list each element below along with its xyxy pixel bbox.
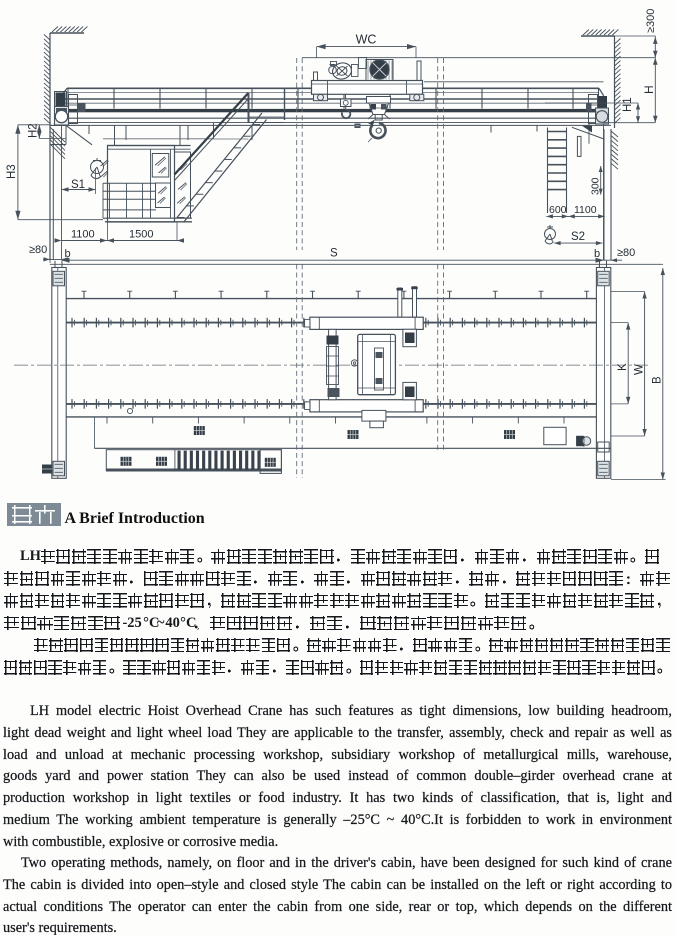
svg-text:1100: 1100 xyxy=(71,229,95,241)
svg-text:H1: H1 xyxy=(622,97,634,112)
svg-text:1500: 1500 xyxy=(129,229,153,241)
svg-text:K: K xyxy=(617,363,629,371)
svg-text:≥80: ≥80 xyxy=(29,244,47,256)
svg-text:WC: WC xyxy=(356,33,377,47)
svg-text:S2: S2 xyxy=(571,231,585,243)
svg-text:b: b xyxy=(594,248,600,260)
svg-text:300: 300 xyxy=(590,177,602,195)
svg-text:H2: H2 xyxy=(28,123,40,138)
svg-text:H: H xyxy=(642,85,656,94)
svg-text:S1: S1 xyxy=(71,179,85,191)
svg-text:≥80: ≥80 xyxy=(617,247,635,259)
svg-text:b: b xyxy=(65,248,71,260)
svg-text:600: 600 xyxy=(549,204,567,216)
svg-text:1100: 1100 xyxy=(574,204,597,216)
svg-text:S: S xyxy=(330,248,338,260)
svg-text:≥300: ≥300 xyxy=(645,9,657,33)
svg-text:W: W xyxy=(634,364,646,375)
svg-text:H3: H3 xyxy=(6,164,18,179)
svg-text:B: B xyxy=(652,376,664,384)
